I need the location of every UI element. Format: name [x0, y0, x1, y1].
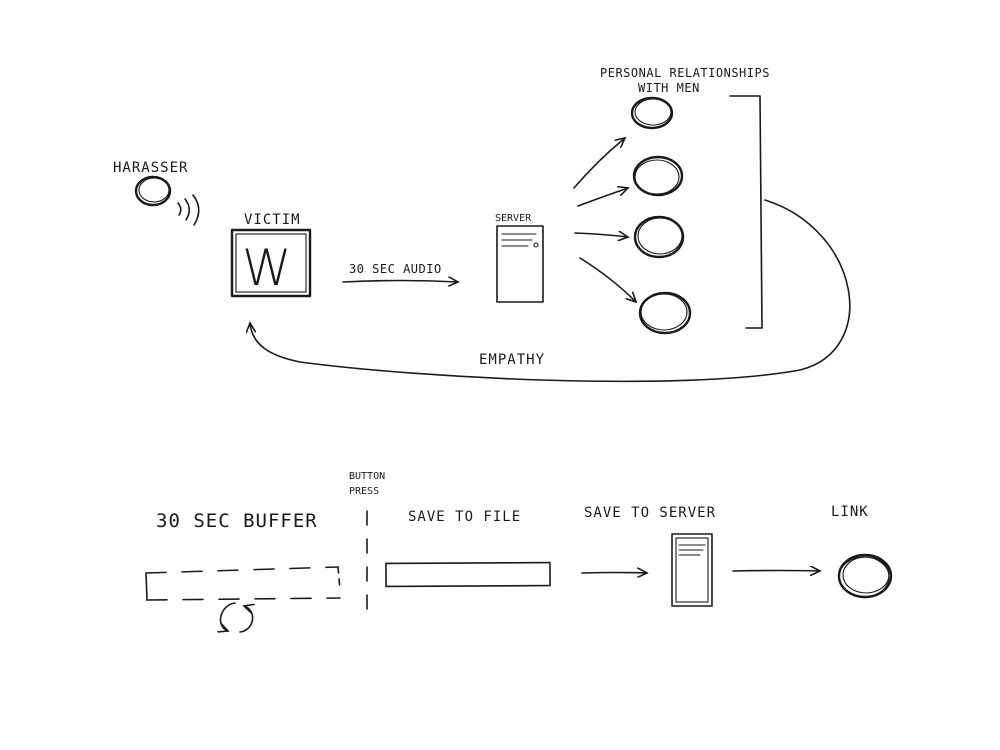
- victim-label: VICTIM: [244, 212, 301, 228]
- button-press-label-line2: PRESS: [349, 486, 379, 497]
- empathy-label: EMPATHY: [479, 352, 545, 368]
- buffer-label: 30 SEC BUFFER: [156, 510, 318, 532]
- harasser-label: HARASSER: [113, 160, 188, 176]
- server-icon-bottom: [671, 533, 713, 607]
- saved-file-bar: [385, 561, 551, 588]
- empathy-arrow: [250, 199, 851, 383]
- relationship-node: [630, 96, 674, 130]
- sound-waves-icon: [177, 194, 200, 226]
- link-label: LINK: [831, 504, 869, 520]
- buffer-dashed-box: [145, 566, 341, 601]
- victim-window: W: [230, 228, 312, 298]
- relationships-label-line1: PERSONAL RELATIONSHIPS: [600, 66, 770, 80]
- harasser-node: [134, 175, 172, 207]
- relationship-nodes: [630, 96, 692, 335]
- distribution-arrows: [573, 138, 636, 302]
- relationships-label-line2: WITH MEN: [638, 81, 700, 95]
- loop-icon: [221, 602, 253, 632]
- relationship-node: [633, 215, 685, 259]
- audio-arrow: [342, 281, 458, 283]
- button-press-label-line1: BUTTON: [349, 471, 385, 482]
- server-label: SERVER: [495, 213, 532, 224]
- save-server-label: SAVE TO SERVER: [584, 505, 716, 521]
- save-server-arrow: [581, 573, 647, 574]
- server-icon: [496, 225, 544, 303]
- link-node: [837, 553, 893, 599]
- link-arrow: [732, 571, 820, 572]
- audio-arrow-label: 30 SEC AUDIO: [349, 262, 442, 276]
- relationship-node: [638, 291, 692, 335]
- relationship-node: [632, 155, 684, 197]
- save-file-label: SAVE TO FILE: [408, 509, 521, 525]
- relationships-bracket: [729, 95, 763, 329]
- victim-icon-letter: W: [242, 239, 291, 297]
